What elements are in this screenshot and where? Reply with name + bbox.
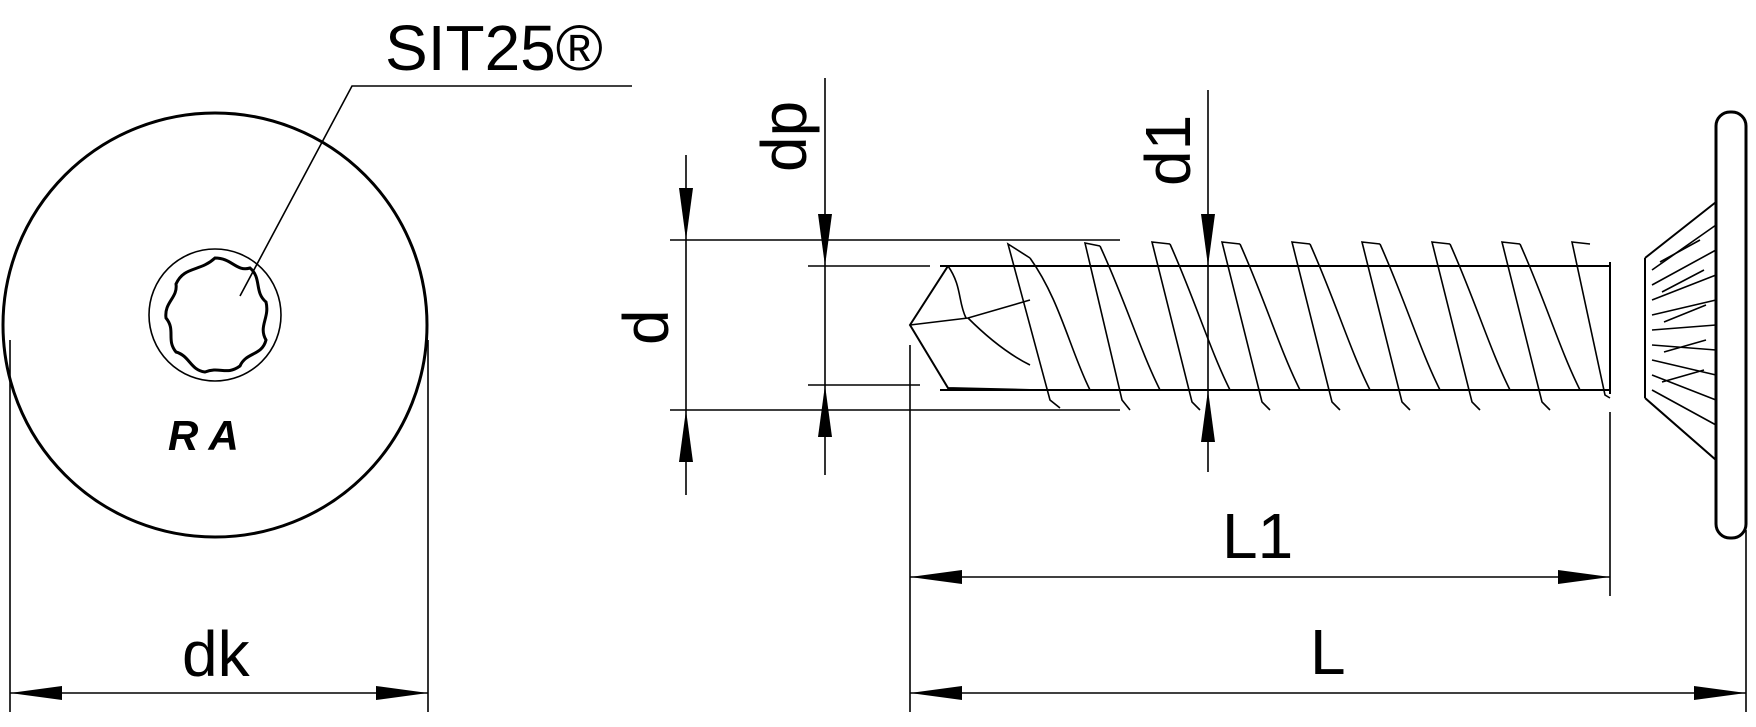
dp-arrow-top bbox=[818, 214, 832, 266]
L-label: L bbox=[1310, 616, 1346, 688]
head-marking-label: R A bbox=[168, 412, 239, 459]
L-arrow-right bbox=[1694, 686, 1746, 700]
L1-arrow-left bbox=[910, 570, 962, 584]
torx-inner-ring bbox=[148, 248, 282, 382]
dk-label: dk bbox=[182, 618, 251, 690]
drill-tip-flute bbox=[909, 265, 1031, 366]
screw-side-view: d dp d1 L1 L bbox=[610, 78, 1748, 712]
thread-crests bbox=[1006, 241, 1611, 411]
head-ribs bbox=[1651, 224, 1717, 426]
dp-label: dp bbox=[748, 101, 820, 172]
d-arrow-bottom bbox=[679, 410, 693, 462]
torx-drive-recess bbox=[164, 256, 269, 374]
d-arrow-top bbox=[679, 188, 693, 240]
countersunk-head bbox=[1644, 199, 1717, 463]
drill-tip bbox=[908, 265, 1031, 391]
dp-arrow-bottom bbox=[818, 385, 832, 437]
d1-arrow-top bbox=[1201, 214, 1215, 266]
L1-arrow-right bbox=[1558, 570, 1610, 584]
dk-arrow-right bbox=[376, 686, 428, 700]
d1-label: d1 bbox=[1132, 115, 1204, 186]
d-label: d bbox=[610, 309, 682, 345]
L-arrow-left bbox=[910, 686, 962, 700]
L1-label: L1 bbox=[1222, 500, 1293, 572]
d1-arrow-bottom bbox=[1201, 390, 1215, 442]
head-top-view: SIT25® R A dk bbox=[1, 12, 632, 712]
head-outline-circle bbox=[1, 111, 429, 539]
drive-leader-line bbox=[239, 85, 632, 297]
drive-label: SIT25® bbox=[385, 12, 603, 84]
dk-arrow-left bbox=[10, 686, 62, 700]
head-top-flange bbox=[1714, 110, 1748, 540]
